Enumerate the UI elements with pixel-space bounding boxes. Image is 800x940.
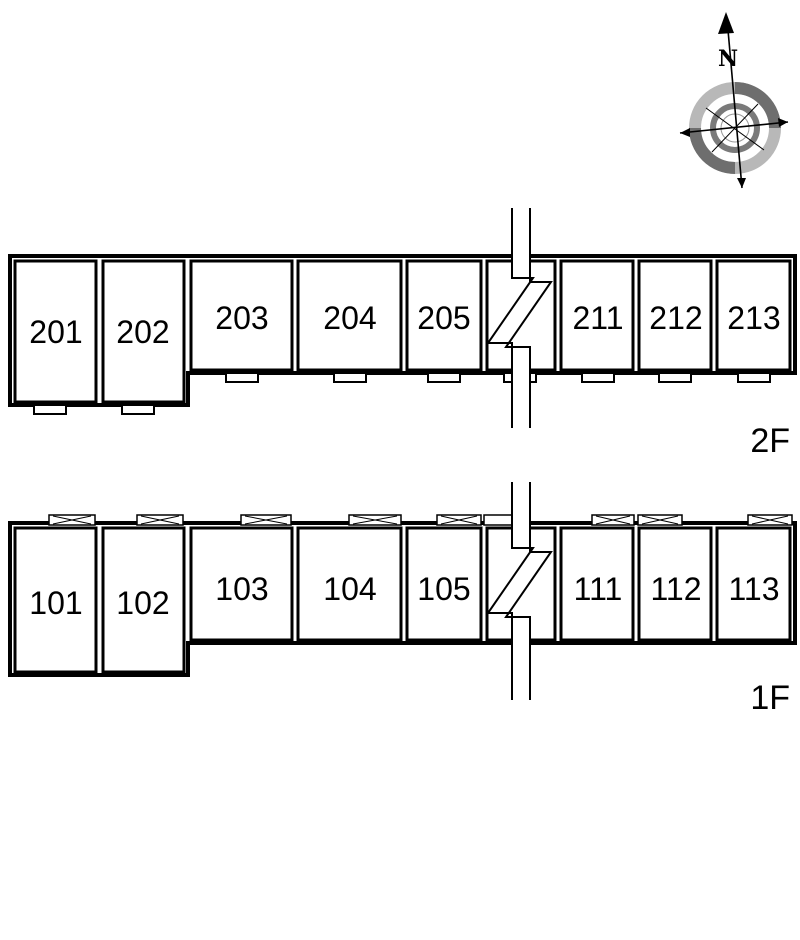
- unit-205: 205: [417, 300, 470, 336]
- floor-label-1f: 1F: [750, 679, 790, 717]
- floor-label-2f: 2F: [750, 422, 790, 460]
- unit-103: 103: [215, 571, 268, 607]
- unit-105: 105: [417, 571, 470, 607]
- floor-2f: [8, 208, 797, 428]
- break-mark: [486, 208, 553, 428]
- unit-112: 112: [650, 571, 701, 607]
- compass-rose-icon: [679, 12, 789, 189]
- unit-211: 211: [572, 300, 623, 336]
- unit-201: 201: [29, 314, 82, 350]
- unit-212: 212: [649, 300, 702, 336]
- floor-1f: [8, 482, 797, 700]
- break-mark: [486, 482, 553, 700]
- unit-204: 204: [323, 300, 376, 336]
- unit-111: 111: [574, 571, 623, 607]
- north-label: N: [718, 46, 738, 72]
- unit-202: 202: [116, 314, 169, 350]
- unit-101: 101: [29, 585, 82, 621]
- unit-102: 102: [116, 585, 169, 621]
- unit-213: 213: [727, 300, 780, 336]
- unit-104: 104: [323, 571, 376, 607]
- unit-203: 203: [215, 300, 268, 336]
- unit-113: 113: [728, 571, 779, 607]
